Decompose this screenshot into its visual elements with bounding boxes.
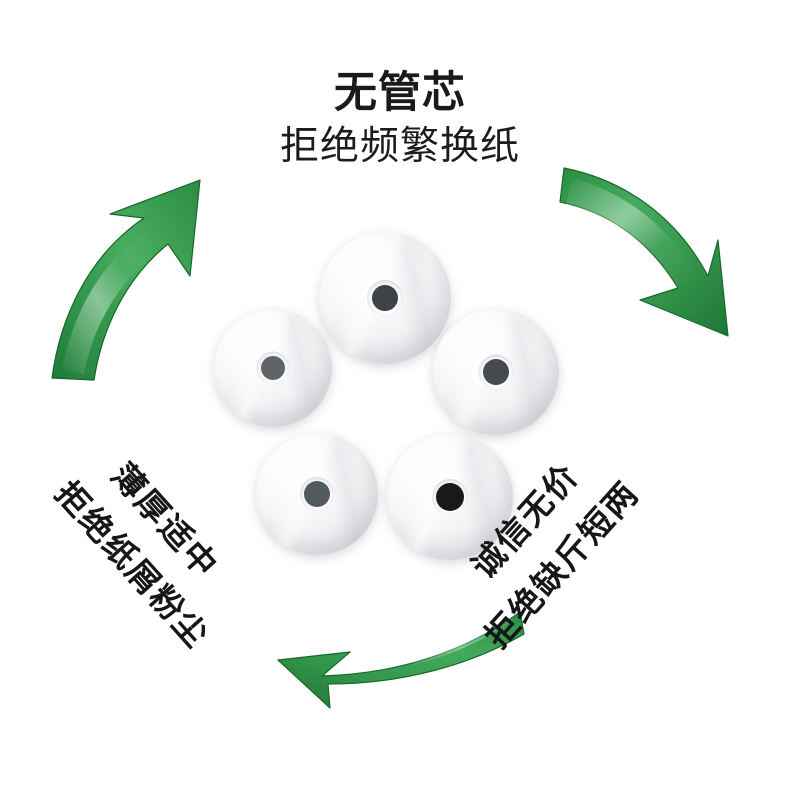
roll-core-hole — [436, 483, 464, 511]
roll-top — [319, 232, 451, 364]
roll-core-hole — [372, 285, 398, 311]
roll-right — [433, 309, 559, 435]
roll-core-hole — [483, 359, 509, 385]
roll-core-hole — [261, 356, 285, 380]
page-subtitle: 拒绝频繁换纸 — [279, 125, 520, 168]
page-title: 无管芯 — [334, 69, 466, 117]
roll-core-hole — [304, 481, 330, 507]
roll-bottom-left — [256, 433, 378, 555]
arrow-bottom-left-icon — [277, 611, 525, 709]
arrow-down-right-icon — [559, 167, 729, 337]
roll-left — [214, 309, 332, 427]
arrow-up-left-icon — [51, 179, 201, 381]
headline-block: 无管芯 拒绝频繁换纸 — [0, 69, 800, 168]
